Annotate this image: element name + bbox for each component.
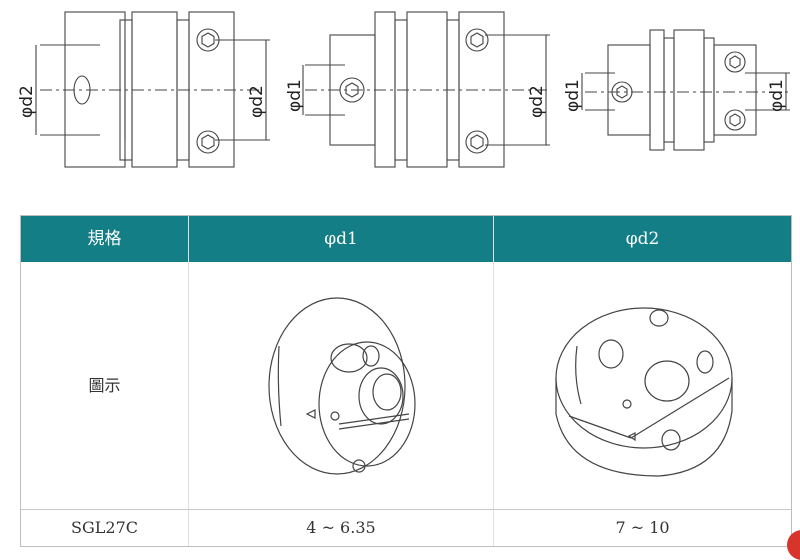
hub-d1-illustration xyxy=(268,297,416,475)
header-spec: 規格 xyxy=(87,229,122,249)
row-label-illustration: 圖示 xyxy=(88,376,121,395)
drawing-1 xyxy=(35,11,270,168)
model-cell: SGL27C xyxy=(71,518,138,537)
table-header: 規格 φd1 φd2 xyxy=(21,216,791,262)
d2-range-cell: 7 ~ 10 xyxy=(615,518,670,537)
header-d1: φd1 xyxy=(324,229,358,249)
dim-label-4: φd2 xyxy=(527,85,547,118)
dim-label-2: φd2 xyxy=(247,85,267,118)
column-divider xyxy=(188,216,189,546)
row-divider xyxy=(21,509,791,510)
dim-label-1: φd2 xyxy=(17,85,37,118)
hub-d2-illustration xyxy=(555,307,733,477)
coupling-drawings: φd2 φd2 φd1 φd2 φd1 φd1 xyxy=(17,11,790,168)
dim-label-5: φd1 xyxy=(563,79,583,112)
dim-label-3: φd1 xyxy=(285,79,305,112)
header-d2: φd2 xyxy=(625,229,660,249)
column-divider xyxy=(493,216,494,546)
drawing-3 xyxy=(581,29,790,151)
spec-table: 規格 φd1 φd2 圖示 xyxy=(20,215,792,547)
dim-label-6: φd1 xyxy=(767,79,787,112)
drawing-2 xyxy=(302,11,550,168)
d1-range-cell: 4 ~ 6.35 xyxy=(306,518,376,537)
